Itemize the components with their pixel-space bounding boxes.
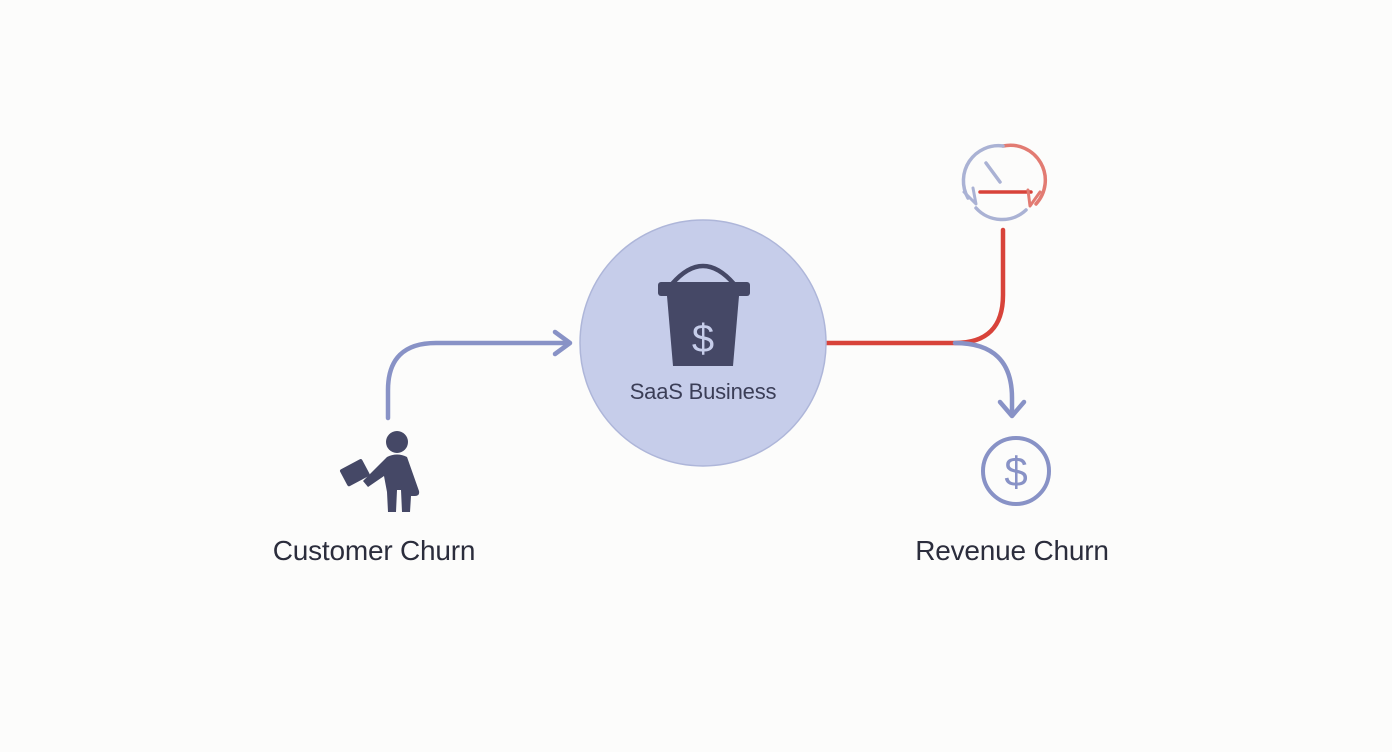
edge-customer-to-business	[385, 340, 572, 421]
edge-revenue-arrowhead	[997, 399, 1027, 419]
money-bucket-icon: $	[658, 263, 750, 366]
revenue-churn-label: Revenue Churn	[915, 535, 1109, 566]
svg-text:$: $	[1004, 448, 1027, 495]
departing-person-icon	[340, 431, 420, 512]
edge-business-to-revenue	[952, 340, 1015, 415]
edge-customer-arrowhead	[552, 329, 573, 357]
customer-churn-label: Customer Churn	[272, 535, 476, 566]
dollar-circle-icon: $	[981, 436, 1051, 506]
business-node-label: SaaS Business	[629, 379, 777, 404]
svg-text:$: $	[692, 317, 714, 361]
clock-refresh-icon	[961, 143, 1048, 222]
edge-business-to-clock	[823, 227, 1006, 346]
